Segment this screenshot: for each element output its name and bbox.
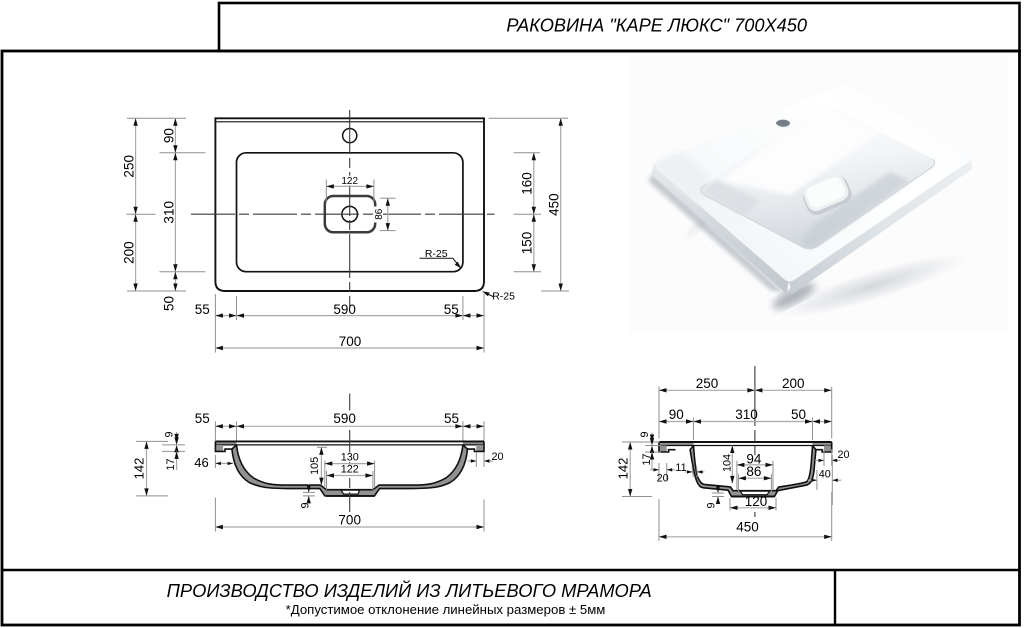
- svg-text:R-25: R-25: [492, 291, 515, 303]
- svg-text:R-25: R-25: [425, 248, 448, 260]
- svg-text:86: 86: [746, 464, 761, 479]
- svg-text:104: 104: [721, 454, 733, 472]
- svg-text:250: 250: [696, 376, 719, 391]
- svg-text:250: 250: [122, 155, 137, 178]
- svg-text:105: 105: [309, 457, 321, 475]
- svg-text:590: 590: [333, 302, 356, 317]
- svg-text:50: 50: [161, 296, 176, 311]
- svg-text:590: 590: [333, 411, 356, 426]
- svg-text:РАКОВИНА "КАРЕ ЛЮКС" 700X450: РАКОВИНА "КАРЕ ЛЮКС" 700X450: [506, 16, 807, 36]
- svg-text:55: 55: [195, 302, 210, 317]
- svg-text:90: 90: [161, 128, 176, 143]
- svg-text:450: 450: [736, 519, 759, 534]
- svg-text:700: 700: [338, 512, 361, 527]
- svg-text:55: 55: [444, 302, 459, 317]
- svg-text:9: 9: [299, 502, 311, 508]
- svg-text:*Допустимое отклонение линейны: *Допустимое отклонение линейных размеров…: [286, 602, 606, 617]
- svg-text:11: 11: [675, 462, 686, 474]
- svg-text:142: 142: [132, 458, 147, 480]
- svg-text:46: 46: [194, 455, 208, 470]
- svg-text:55: 55: [195, 411, 210, 426]
- svg-text:ПРОИЗВОДСТВО ИЗДЕЛИЙ ИЗ ЛИТЬЕВ: ПРОИЗВОДСТВО ИЗДЕЛИЙ ИЗ ЛИТЬЕВОГО МРАМОР…: [167, 580, 652, 601]
- svg-text:86: 86: [374, 208, 385, 220]
- svg-text:122: 122: [341, 176, 358, 187]
- svg-text:122: 122: [341, 464, 359, 476]
- svg-text:160: 160: [520, 172, 535, 195]
- svg-text:310: 310: [735, 407, 758, 422]
- svg-text:94: 94: [746, 451, 762, 466]
- svg-text:17: 17: [641, 453, 653, 465]
- svg-text:200: 200: [782, 376, 805, 391]
- svg-text:310: 310: [161, 201, 176, 224]
- svg-text:50: 50: [791, 407, 806, 422]
- svg-text:150: 150: [520, 232, 535, 255]
- svg-text:20: 20: [491, 451, 503, 463]
- svg-text:20: 20: [657, 473, 669, 485]
- svg-text:9: 9: [705, 502, 717, 508]
- svg-text:20: 20: [837, 449, 849, 461]
- svg-text:40: 40: [819, 469, 831, 481]
- svg-text:130: 130: [341, 452, 359, 464]
- svg-text:700: 700: [339, 334, 362, 349]
- svg-text:450: 450: [547, 193, 562, 216]
- svg-text:17: 17: [165, 458, 177, 470]
- svg-text:55: 55: [444, 411, 459, 426]
- svg-text:120: 120: [745, 494, 768, 509]
- svg-text:142: 142: [615, 458, 630, 480]
- svg-text:9: 9: [163, 431, 175, 437]
- svg-text:90: 90: [669, 407, 684, 422]
- svg-text:9: 9: [639, 431, 651, 437]
- svg-text:200: 200: [122, 241, 137, 264]
